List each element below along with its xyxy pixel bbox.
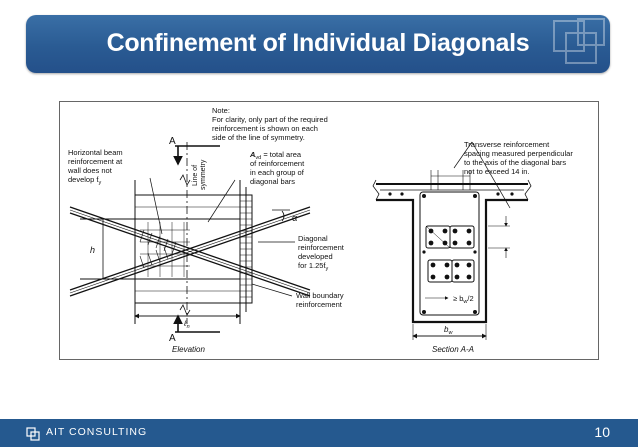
bw-half-tail: /2 [467, 294, 473, 303]
horizontal-beam-label-4: develop f [68, 175, 99, 184]
svg-text:Avd = total area: Avd = total area [249, 150, 302, 161]
note-line-2: For clarity, only part of the required [212, 115, 328, 124]
bw-label: b [444, 325, 449, 334]
bw-subscript: w [448, 330, 453, 336]
transverse-line-1: Transverse reinforcement [464, 140, 550, 149]
svg-text:ℓn: ℓn [183, 319, 190, 330]
footer-bar [0, 419, 638, 447]
horizontal-beam-label-1: Horizontal beam [68, 148, 123, 157]
transverse-line-2: spacing measured perpendicular [464, 149, 573, 158]
section-labels: Transverse reinforcement spacing measure… [432, 140, 573, 354]
elevation-view [69, 142, 311, 333]
horizontal-beam-label-2: reinforcement at [68, 157, 123, 166]
slide-title: Confinement of Individual Diagonals [106, 29, 530, 57]
bw-half-subscript: w [462, 299, 467, 305]
transverse-line-4: not to exceed 14 in. [464, 167, 529, 176]
wall-boundary-line-1: Wall boundary [296, 291, 344, 300]
reinforcement-diagram: Note: For clarity, only part of the requ… [67, 106, 573, 354]
svg-text:for 1.25fy: for 1.25fy [298, 261, 329, 272]
page-number: 10 [594, 424, 610, 440]
diagonal-fy-subscript: y [326, 266, 329, 272]
ln-label: ℓ [183, 319, 187, 328]
diagonal-line-1: Diagonal [298, 234, 328, 243]
svg-text:develop fy: develop fy [68, 175, 101, 186]
section-caption: Section A-A [432, 345, 474, 354]
note-line-4: side of the line of symmetry. [212, 133, 305, 142]
elevation-labels: Note: For clarity, only part of the requ… [67, 106, 345, 354]
company-name: AIT CONSULTING [46, 426, 148, 438]
avd-subscript: vd [255, 155, 261, 161]
elevation-caption: Elevation [172, 345, 205, 354]
alpha-label: α [292, 213, 297, 223]
company-logo-icon [26, 427, 40, 441]
diagonal-line-3: developed [298, 252, 333, 261]
avd-symbol: A [249, 150, 255, 159]
avd-text: = total area [261, 150, 302, 159]
transverse-line-3: to the axis of the diagonal bars [464, 158, 566, 167]
section-mark-bottom: A [169, 333, 176, 344]
diagonal-line-2: reinforcement [298, 243, 345, 252]
section-view [372, 141, 532, 340]
svg-text:bw: bw [444, 325, 453, 336]
note-line-3: reinforcement is shown on each [212, 124, 318, 133]
title-bar: Confinement of Individual Diagonals [26, 15, 610, 73]
line-of-symmetry-label-1: Line of [192, 165, 199, 186]
avd-line-2: of reinforcement [250, 159, 305, 168]
diagonal-line-4: for 1.25f [298, 261, 326, 270]
h-label: h [90, 245, 95, 255]
section-mark-top: A [169, 136, 176, 147]
avd-line-4: diagonal bars [250, 177, 295, 186]
wall-boundary-line-2: reinforcement [296, 300, 343, 309]
horizontal-beam-label-3: wall does not [67, 166, 113, 175]
bw-half-label: ≥ b [453, 294, 463, 303]
fy-subscript: y [98, 180, 101, 186]
avd-line-3: in each group of [250, 168, 305, 177]
line-of-symmetry-label-2: symmetry [200, 159, 207, 190]
note-line-1: Note: [212, 106, 230, 115]
corner-decoration-icon [553, 18, 605, 64]
figure-frame: Note: For clarity, only part of the requ… [59, 101, 599, 360]
ln-subscript: n [187, 324, 190, 330]
svg-text:≥ bw/2: ≥ bw/2 [453, 294, 474, 305]
